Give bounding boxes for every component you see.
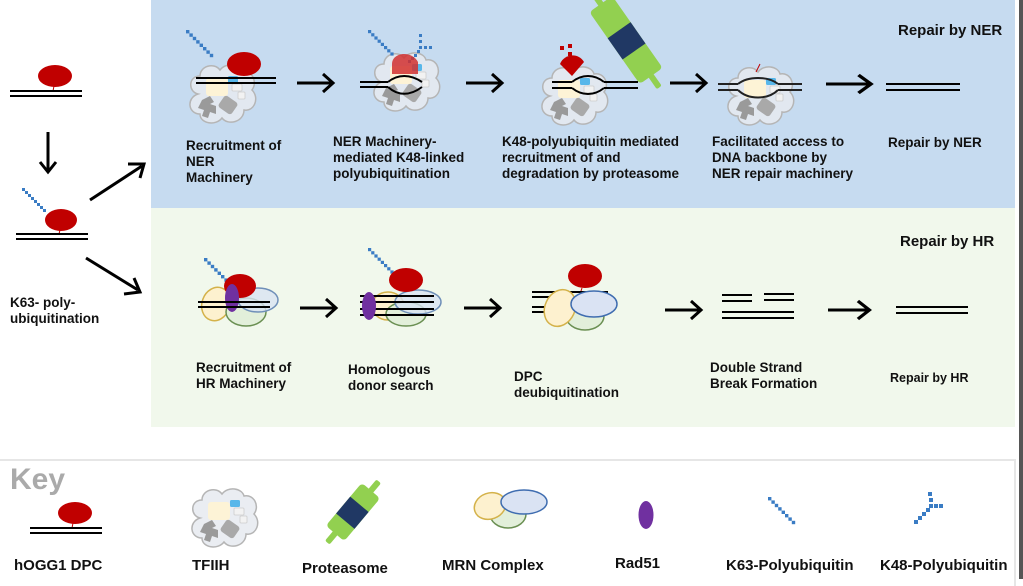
label-line: mediated K48-linked — [333, 150, 465, 165]
label-line: degradation by proteasome — [502, 166, 680, 181]
hr-dsb-diagram — [722, 293, 794, 319]
k63-ubiquitinated-dpc — [16, 188, 88, 240]
hr-arrow-2 — [462, 297, 502, 319]
label-line: DNA backbone by — [712, 150, 828, 165]
key-label-tfiih: TFIIH — [192, 557, 230, 574]
mrn-complex-icon — [473, 489, 548, 529]
proteasome-icon — [325, 480, 381, 544]
label-line: deubiquitination — [514, 385, 619, 400]
label-line: DPC — [514, 369, 543, 384]
ner-step1-diagram — [186, 30, 276, 124]
label-line: polyubiquitination — [333, 166, 450, 181]
hr-arrow-1 — [298, 297, 338, 319]
k63-polyubiquitin-icon — [768, 497, 796, 525]
ner-step4-label: Facilitated access to DNA backbone by NE… — [712, 134, 853, 182]
key-title: Key — [10, 463, 66, 496]
label-line: Double Strand — [710, 360, 803, 375]
label-line: Recruitment of — [196, 360, 292, 375]
hr-step1-label: Recruitment of HR Machinery — [196, 360, 291, 392]
hr-step3-label: DPC deubiquitination — [514, 369, 619, 401]
label-line: Recruitment of — [186, 138, 282, 153]
right-edge-border — [1019, 0, 1023, 579]
label-line: donor search — [348, 378, 434, 393]
hr-arrow-4 — [826, 299, 872, 321]
label-line: NER — [186, 154, 215, 169]
ner-arrow-2 — [464, 72, 504, 94]
label-line: K48-polyubiquitin mediated — [502, 134, 680, 149]
label-line: Homologous — [348, 362, 431, 377]
ner-step5-label: Repair by NER — [888, 135, 982, 151]
tfiih-icon — [191, 488, 259, 548]
label-line: NER Machinery- — [333, 134, 437, 149]
ner-step2-diagram — [360, 30, 441, 112]
label-line: Repair by HR — [890, 371, 969, 385]
key-label-k48-polyubiquitin: K48-Polyubiquitin — [880, 557, 1008, 574]
arrow-to-ner-icon — [89, 162, 146, 202]
ner-arrow-4 — [824, 73, 873, 95]
k63-label-line2: ubiquitination — [10, 311, 100, 326]
ner-step1-label: Recruitment of NER Machinery — [186, 138, 281, 186]
key-label-rad51: Rad51 — [615, 555, 661, 572]
ner-repaired-dna — [886, 83, 960, 91]
key-label-hogg1-dpc: hOGG1 DPC — [14, 557, 103, 574]
key-label-mrn-complex: MRN Complex — [442, 557, 544, 574]
label-line: Repair by NER — [888, 135, 982, 150]
arrow-to-hr-icon — [85, 256, 143, 296]
hr-step3-diagram — [532, 264, 618, 331]
hogg1-dpc-initial — [10, 65, 82, 97]
hr-step2-diagram — [360, 248, 442, 327]
key-label-k63-polyubiquitin: K63-Polyubiquitin — [726, 557, 854, 574]
hr-step4-label: Double Strand Break Formation — [710, 360, 817, 392]
hr-step1-diagram — [198, 258, 279, 327]
hr-panel-title: Repair by HR — [900, 233, 995, 250]
hr-arrow-3 — [663, 299, 703, 321]
hr-step2-label: Homologous donor search — [348, 362, 434, 394]
label-line: Facilitated access to — [712, 134, 845, 149]
hr-repaired-dna — [896, 306, 968, 314]
label-line: HR Machinery — [196, 376, 287, 391]
k48-polyubiquitin-icon — [914, 492, 943, 524]
k63-label-line1: K63- poly- — [10, 295, 76, 310]
label-line: recruitment of and — [502, 150, 621, 165]
hr-step5-label: Repair by HR — [890, 370, 969, 386]
ner-step3-label: K48-polyubiquitin mediated recruitment o… — [502, 134, 679, 182]
down-arrow-icon — [38, 132, 58, 175]
label-line: NER repair machinery — [712, 166, 854, 181]
ner-panel-title: Repair by NER — [898, 22, 1003, 39]
label-line: Machinery — [186, 170, 253, 185]
ner-step4-diagram — [718, 63, 802, 126]
ner-step3-diagram — [541, 0, 662, 126]
ner-step2-label: NER Machinery- mediated K48-linked polyu… — [333, 134, 464, 182]
hogg1-dpc-icon — [30, 502, 102, 534]
rad51-icon — [638, 501, 654, 529]
label-line: Break Formation — [710, 376, 818, 391]
key-label-proteasome: Proteasome — [302, 560, 388, 577]
ner-arrow-1 — [295, 72, 335, 94]
ner-arrow-3 — [668, 72, 708, 94]
k63-label: K63- poly- ubiquitination — [10, 295, 99, 327]
